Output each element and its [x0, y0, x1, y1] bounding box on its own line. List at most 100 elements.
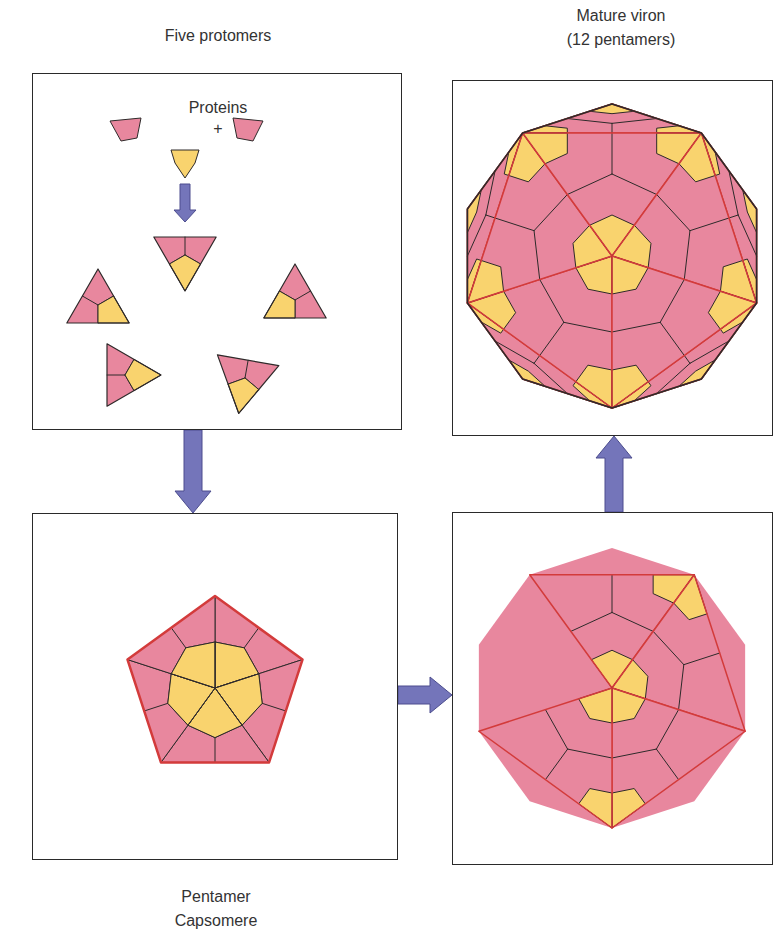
subunit-line — [540, 279, 564, 322]
subunit-line — [660, 279, 684, 322]
plus-sign: + — [203, 117, 233, 141]
yellow-subunit — [657, 126, 702, 133]
subunit-line — [545, 710, 567, 749]
protomer-triangle — [67, 269, 129, 323]
yellow-subunit — [708, 291, 756, 329]
subunit-line — [295, 291, 311, 300]
protomer-triangle — [154, 237, 216, 291]
subunit-line — [684, 653, 720, 665]
pentamer — [128, 596, 303, 762]
assembly-panel — [452, 512, 773, 865]
yellow-subunit — [98, 296, 129, 323]
subunit-line — [144, 703, 168, 711]
subunit-line — [571, 612, 612, 631]
subunit-line — [564, 322, 612, 332]
yellow-subunit — [467, 190, 481, 232]
assembly-panel: Pentamer Capsomere — [32, 513, 398, 860]
triangle-edge — [217, 355, 278, 414]
protomer-triangle — [612, 575, 745, 732]
subunit-line — [684, 231, 690, 280]
triangle-edge — [128, 596, 215, 688]
assembly-panel: Five protomersProteins+ — [32, 73, 402, 430]
capsid-outline — [467, 104, 756, 408]
protomer-triangle — [107, 344, 161, 406]
triangle-edge — [67, 269, 129, 323]
subunit-line — [679, 665, 684, 710]
triangle-edge — [612, 688, 745, 828]
subunit-line — [567, 119, 612, 124]
subunit-line — [568, 749, 612, 758]
triangle-edge — [154, 237, 216, 291]
subunit-line — [567, 174, 612, 194]
triangle-edge — [612, 133, 757, 303]
subunit-line — [612, 322, 660, 332]
panel-heading: Five protomers — [118, 24, 318, 48]
subunit-line — [612, 575, 613, 613]
assembling-capsid — [479, 548, 745, 828]
subunit-line — [245, 360, 248, 378]
yellow-subunit — [264, 291, 295, 318]
subunit-line — [612, 749, 656, 758]
subunit-line — [540, 322, 564, 355]
subunit-line — [612, 119, 657, 124]
subunit-line — [486, 215, 495, 218]
assembly-arrow — [398, 677, 452, 713]
subunit-line — [534, 355, 540, 363]
protomer-triangle — [264, 264, 326, 318]
subunit-line — [684, 355, 690, 363]
panel-heading: Mature viron (12 pentamers) — [565, 4, 677, 52]
subunit-line — [612, 174, 657, 194]
subunit-line — [612, 123, 613, 133]
protomer-triangle — [479, 688, 612, 828]
yellow-subunit — [523, 133, 568, 164]
subunit-line — [534, 195, 567, 231]
subunit-line — [534, 231, 540, 280]
yellow-subunit — [509, 360, 545, 386]
protein-subunit — [233, 118, 263, 141]
protein-subunit — [171, 150, 199, 178]
subunit-line — [107, 375, 125, 376]
subunit-line — [729, 215, 738, 218]
protomer-triangle — [128, 596, 215, 688]
mature-virion — [467, 104, 756, 408]
assembly-arrow — [175, 430, 211, 513]
protomer-triangle — [612, 688, 745, 828]
subunit-line — [656, 749, 678, 780]
subunit-line — [612, 133, 613, 174]
subunit-line — [244, 628, 259, 648]
triangle-edge — [107, 344, 161, 406]
subunit-line — [185, 237, 186, 255]
protein-subunit — [110, 118, 141, 141]
protomer-triangle — [612, 133, 757, 303]
step-arrow — [174, 184, 196, 222]
subunit-line — [690, 218, 729, 231]
yellow-subunit — [743, 190, 757, 232]
protomer-assembly — [67, 118, 326, 413]
capsid-shell — [479, 548, 745, 828]
capsid-shell — [467, 104, 756, 408]
subunit-line — [82, 296, 98, 305]
subunit-line — [215, 738, 216, 763]
subunit-line — [657, 195, 690, 231]
triangle-edge — [612, 575, 745, 732]
yellow-subunit — [679, 360, 715, 386]
subunit-line — [653, 631, 684, 664]
yellow-subunit — [523, 126, 568, 133]
panel-caption: Pentamer Capsomere — [171, 885, 261, 933]
subunit-line — [495, 218, 534, 231]
subunit-line — [545, 749, 567, 780]
triangle-edge — [479, 688, 612, 828]
subunit-line — [660, 322, 684, 355]
subunit-line — [612, 612, 653, 631]
pentamer-outline — [128, 596, 303, 762]
subunit-line — [656, 710, 678, 749]
assembly-panel: Mature viron (12 pentamers) — [452, 80, 773, 436]
assembly-arrow — [596, 436, 632, 512]
triangle-edge — [523, 104, 702, 133]
triangle-edge — [264, 264, 326, 318]
illustration-label: Proteins — [168, 96, 268, 120]
